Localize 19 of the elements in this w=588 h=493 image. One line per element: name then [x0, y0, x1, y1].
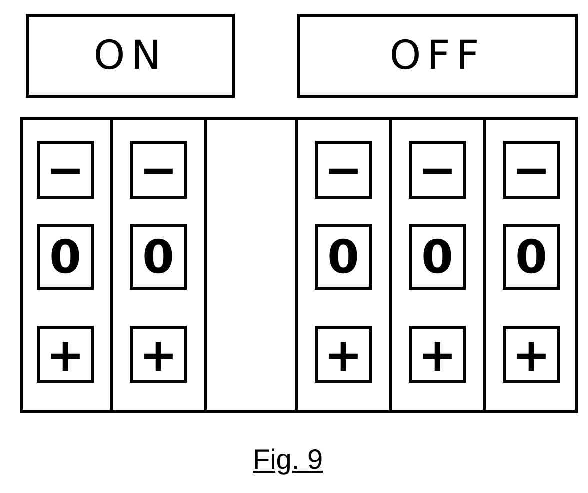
switch-key: + — [315, 326, 372, 383]
switch-key: + — [37, 326, 94, 383]
switch-key: + — [409, 326, 466, 383]
switch-panel — [20, 117, 578, 413]
switch-key: − — [503, 141, 560, 199]
figure-caption: Fig. 9 — [252, 444, 324, 476]
label-box: OFF — [297, 14, 578, 98]
switch-key: 0 — [315, 224, 372, 290]
switch-key: + — [503, 326, 560, 383]
switch-key: + — [130, 326, 187, 383]
switch-key: − — [130, 141, 187, 199]
switch-key: 0 — [37, 224, 94, 290]
switch-key: − — [37, 141, 94, 199]
switch-key: 0 — [503, 224, 560, 290]
label-box: ON — [26, 14, 235, 98]
switch-key: 0 — [130, 224, 187, 290]
switch-key: − — [409, 141, 466, 199]
switch-key: − — [315, 141, 372, 199]
switch-key: 0 — [409, 224, 466, 290]
